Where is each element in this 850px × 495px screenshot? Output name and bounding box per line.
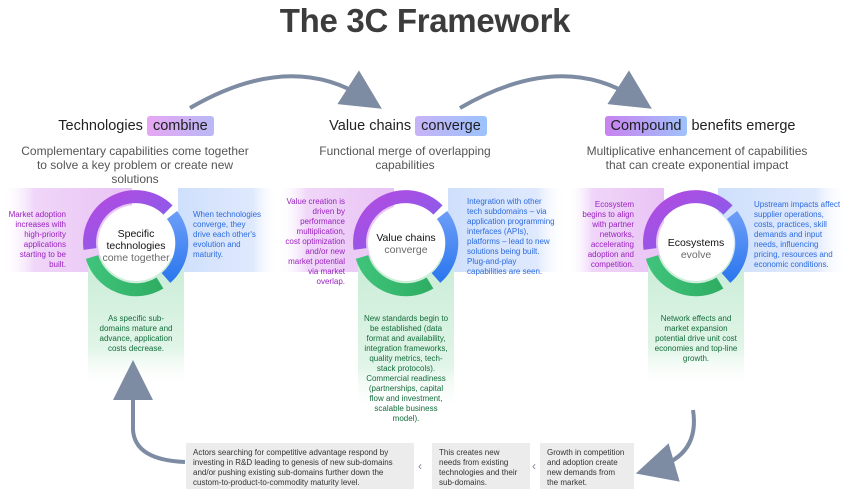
chevron-left-icon: ‹ xyxy=(532,459,536,473)
stage-1-left-text: Market adoption increases with high-prio… xyxy=(8,210,66,269)
feedback-box-3: Actors searching for competitive advanta… xyxy=(186,443,414,489)
stage-1-subtitle: Complementary capabilities come together… xyxy=(21,144,249,186)
stage-2-subtitle: Functional merge of overlapping capabili… xyxy=(319,144,491,172)
stage-3-center-label: Ecosystems evolve xyxy=(667,237,725,261)
stage-1-right-text: When technologies converge, they drive e… xyxy=(193,210,262,259)
stage-2-center-label: Value chains converge xyxy=(376,232,436,256)
stage-3-bottom-text: Network effects and market expansion pot… xyxy=(654,314,738,363)
stage-2-left-text: Value creation is driven by performance … xyxy=(285,197,345,286)
stage-3-right-text: Upstream impacts affect supplier operati… xyxy=(754,200,841,269)
stage-2-right-text: Integration with other tech subdomains –… xyxy=(467,197,555,276)
stage-2-highlight: converge xyxy=(415,116,487,136)
stage-1-center-label: Specific technologies come together xyxy=(102,228,170,264)
feedback-box-1: Growth in competition and adoption creat… xyxy=(540,443,634,489)
stage-3-highlight: Compound xyxy=(604,116,688,136)
stage-3-subtitle: Multiplicative enhancement of capabiliti… xyxy=(586,144,808,172)
stage-2-bottom-text: New standards begin to be established (d… xyxy=(363,314,449,423)
stage-2-heading: Value chains converge xyxy=(268,116,548,136)
chevron-left-icon: ‹ xyxy=(418,459,422,473)
stage-1-heading: Technologies combine xyxy=(0,116,276,136)
stage-1-highlight: combine xyxy=(146,116,214,136)
page-title: The 3C Framework xyxy=(279,2,571,39)
stage-3-heading: Compound benefits emerge xyxy=(560,116,840,136)
feedback-box-2: This creates new needs from existing tec… xyxy=(432,443,530,489)
stage-1-bottom-text: As specific sub-domains mature and advan… xyxy=(99,314,173,353)
stage-3-left-text: Ecosystem begins to align with partner n… xyxy=(582,200,634,269)
